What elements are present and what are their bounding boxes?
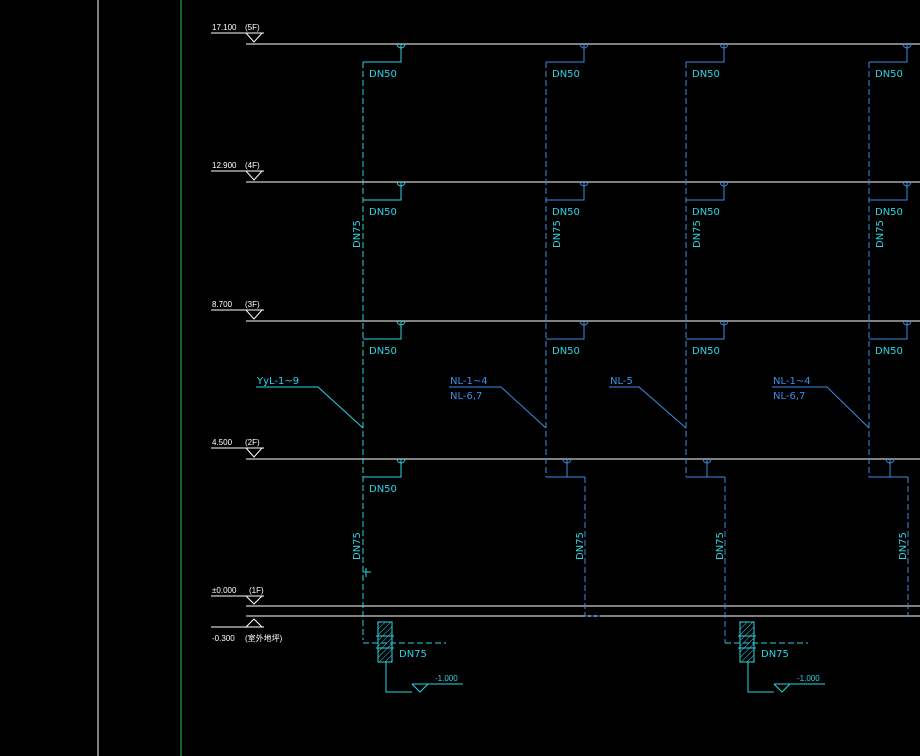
leaders-nl [449,386,870,429]
pipe-label-dn50-c4-3f: DN50 [875,346,903,357]
level-mark-3f: 8.700 (3F) [211,300,264,320]
pipe-label-dn75-c2-lower: DN75 [575,532,586,560]
pipe-label-dn50-c4-5f: DN50 [875,69,903,80]
level-elev-1f: ±0.000 [212,586,237,595]
riser-label-nl67-b: NL-6,7 [773,391,805,402]
level-elev-4f: 12.900 [212,161,237,170]
leader-yyl [256,386,364,429]
pipe-label-dn75-c4-upper: DN75 [875,220,886,248]
outlet-dn75-2: DN75 [761,649,789,660]
outlet-dn75-1: DN75 [399,649,427,660]
riser-label-nl5: NL-5 [610,376,633,387]
pipe-label-dn75-c3-upper: DN75 [692,220,703,248]
outlet-elev-1: -1.000 [435,674,458,683]
outlet-elev-2: -1.000 [797,674,820,683]
pipe-label-dn75-c1-upper: DN75 [352,220,363,248]
pipe-label-dn50-c2-4f: DN50 [552,207,580,218]
level-marks: 17.100 (5F) 12.900 (4F) 8.700 (3F) 4.500… [211,23,283,643]
level-elev-outdoor: -0.300 [212,634,235,643]
riser-label-nl67-a: NL-6,7 [450,391,482,402]
level-mark-outdoor: -0.300 (室外地坪) [211,618,283,643]
riser-nl-column-2 [545,43,600,617]
pipe-label-dn50-c3-3f: DN50 [692,346,720,357]
level-floor-3f: (3F) [245,300,260,309]
pipe-label-dn75-c2-upper: DN75 [552,220,563,248]
pipe-label-dn50-c1-5f: DN50 [369,69,397,80]
pipe-label-dn50-c4-4f: DN50 [875,207,903,218]
pipe-label-dn50-c3-5f: DN50 [692,69,720,80]
level-floor-4f: (4F) [245,161,260,170]
level-floor-1f: (1F) [249,586,264,595]
level-floor-2f: (2F) [245,438,260,447]
pipe-label-dn75-c1-lower: DN75 [352,532,363,560]
riser-nl-column-3 [685,43,729,643]
riser-label-nl14-b: NL-1~4 [773,376,811,387]
outlet-assembly-2 [725,621,825,693]
level-elev-3f: 8.700 [212,300,233,309]
pipe-label-dn50-c1-2f: DN50 [369,484,397,495]
floor-lines [246,43,920,617]
level-note-outdoor: (室外地坪) [245,633,283,643]
pipe-label-dn50-c2-5f: DN50 [552,69,580,80]
pipe-label-dn50-c2-3f: DN50 [552,346,580,357]
riser-label-yyl: YyL-1~9 [256,376,299,387]
level-mark-1f: ±0.000 (1F) [211,586,264,605]
riser-yyl [362,43,463,693]
riser-label-nl14-a: NL-1~4 [450,376,488,387]
level-mark-4f: 12.900 (4F) [211,161,264,181]
pipe-label-dn50-c3-4f: DN50 [692,207,720,218]
pipe-label-dn50-c1-4f: DN50 [369,207,397,218]
level-elev-2f: 4.500 [212,438,233,447]
level-mark-2f: 4.500 (2F) [211,438,264,458]
pipe-label-dn75-c4-lower: DN75 [898,532,909,560]
pipe-label-dn75-c3-lower: DN75 [715,532,726,560]
level-floor-5f: (5F) [245,23,260,32]
pipe-label-dn50-c1-3f: DN50 [369,346,397,357]
level-mark-5f: 17.100 (5F) [211,23,264,43]
riser-nl-column-4 [868,43,912,616]
level-elev-5f: 17.100 [212,23,237,32]
